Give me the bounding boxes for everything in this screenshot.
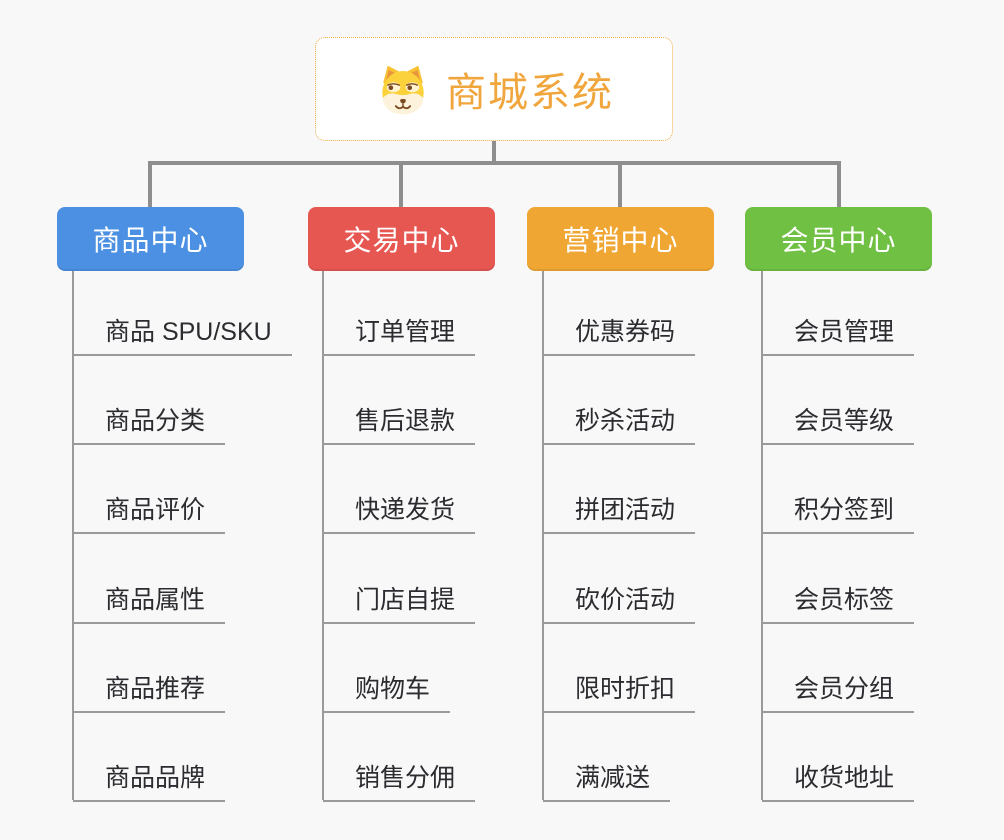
- branch-node-member[interactable]: 会员中心: [745, 207, 932, 271]
- connector-root-stub: [492, 141, 496, 165]
- child-node[interactable]: 会员等级: [762, 399, 915, 445]
- child-node[interactable]: 销售分佣: [323, 756, 476, 802]
- branch-node-trade[interactable]: 交易中心: [308, 207, 495, 271]
- dog-face-icon: [382, 65, 424, 115]
- branch-trunk: [322, 271, 324, 800]
- child-node[interactable]: 订单管理: [323, 310, 476, 356]
- child-node[interactable]: 商品推荐: [73, 667, 226, 713]
- connector-drop: [148, 164, 152, 207]
- child-node[interactable]: 商品 SPU/SKU: [73, 310, 292, 356]
- child-node[interactable]: 会员标签: [762, 578, 915, 624]
- child-node[interactable]: 限时折扣: [543, 667, 696, 713]
- child-node[interactable]: 优惠券码: [543, 310, 696, 356]
- child-node[interactable]: 商品分类: [73, 399, 226, 445]
- child-node[interactable]: 商品属性: [73, 578, 226, 624]
- child-node[interactable]: 拼团活动: [543, 488, 696, 534]
- child-node[interactable]: 砍价活动: [543, 578, 696, 624]
- branch-node-marketing[interactable]: 营销中心: [527, 207, 714, 271]
- connector-drop: [618, 164, 622, 207]
- child-node[interactable]: 会员分组: [762, 667, 915, 713]
- root-node[interactable]: 商城系统: [315, 37, 673, 141]
- branch-trunk: [761, 271, 763, 800]
- child-node[interactable]: 满减送: [543, 756, 671, 802]
- connector-horizontal: [148, 161, 841, 165]
- root-title: 商城系统: [446, 71, 614, 115]
- child-node[interactable]: 购物车: [323, 667, 451, 713]
- child-node[interactable]: 快递发货: [323, 488, 476, 534]
- child-node[interactable]: 秒杀活动: [543, 399, 696, 445]
- child-node[interactable]: 会员管理: [762, 310, 915, 356]
- child-node[interactable]: 商品评价: [73, 488, 226, 534]
- branch-trunk: [72, 271, 74, 800]
- child-node[interactable]: 商品品牌: [73, 756, 226, 802]
- connector-drop: [399, 164, 403, 207]
- branch-trunk: [542, 271, 544, 800]
- connector-drop: [837, 164, 841, 207]
- child-node[interactable]: 积分签到: [762, 488, 915, 534]
- child-node[interactable]: 收货地址: [762, 756, 915, 802]
- child-node[interactable]: 售后退款: [323, 399, 476, 445]
- branch-node-product[interactable]: 商品中心: [57, 207, 244, 271]
- child-node[interactable]: 门店自提: [323, 578, 476, 624]
